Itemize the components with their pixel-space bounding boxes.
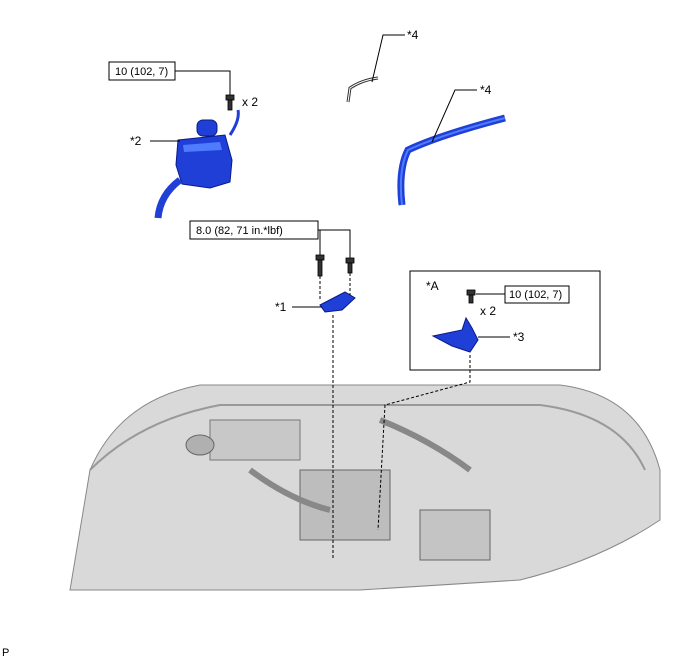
torque-inset-text: 10 (102, 7) (509, 289, 562, 301)
callout-2: *2 (130, 134, 142, 148)
reservoir-qty: x 2 (242, 95, 258, 109)
inset-a: *A 10 (102, 7) x 2 *3 (409, 270, 601, 371)
bracket-bolt-right-icon (345, 257, 355, 274)
callout-3: *3 (513, 330, 525, 344)
callout-4-upper: *4 (407, 28, 419, 42)
inset-label: *A (426, 279, 439, 293)
inset-qty: x 2 (480, 304, 496, 318)
torque-reservoir-text: 10 (102, 7) (115, 66, 168, 78)
torque-spec-bracket: 8.0 (82, 71 in.*lbf) (189, 220, 351, 258)
inset-bolt-icon (466, 289, 476, 304)
reservoir-bolt-icon (225, 94, 235, 111)
footer-mark: P (2, 647, 9, 658)
callout-1: *1 (275, 300, 287, 314)
hose-lower-part (397, 114, 506, 206)
engine-bay-illustration (69, 384, 661, 591)
callout-4-lower: *4 (480, 83, 492, 97)
bracket-bolt-left-icon (315, 254, 325, 277)
reservoir-part (154, 109, 240, 219)
hose-upper-part (346, 76, 379, 103)
bracket-part (319, 291, 356, 313)
torque-bracket-text: 8.0 (82, 71 in.*lbf) (196, 225, 283, 237)
torque-spec-reservoir: 10 (102, 7) x 2 (108, 61, 258, 109)
